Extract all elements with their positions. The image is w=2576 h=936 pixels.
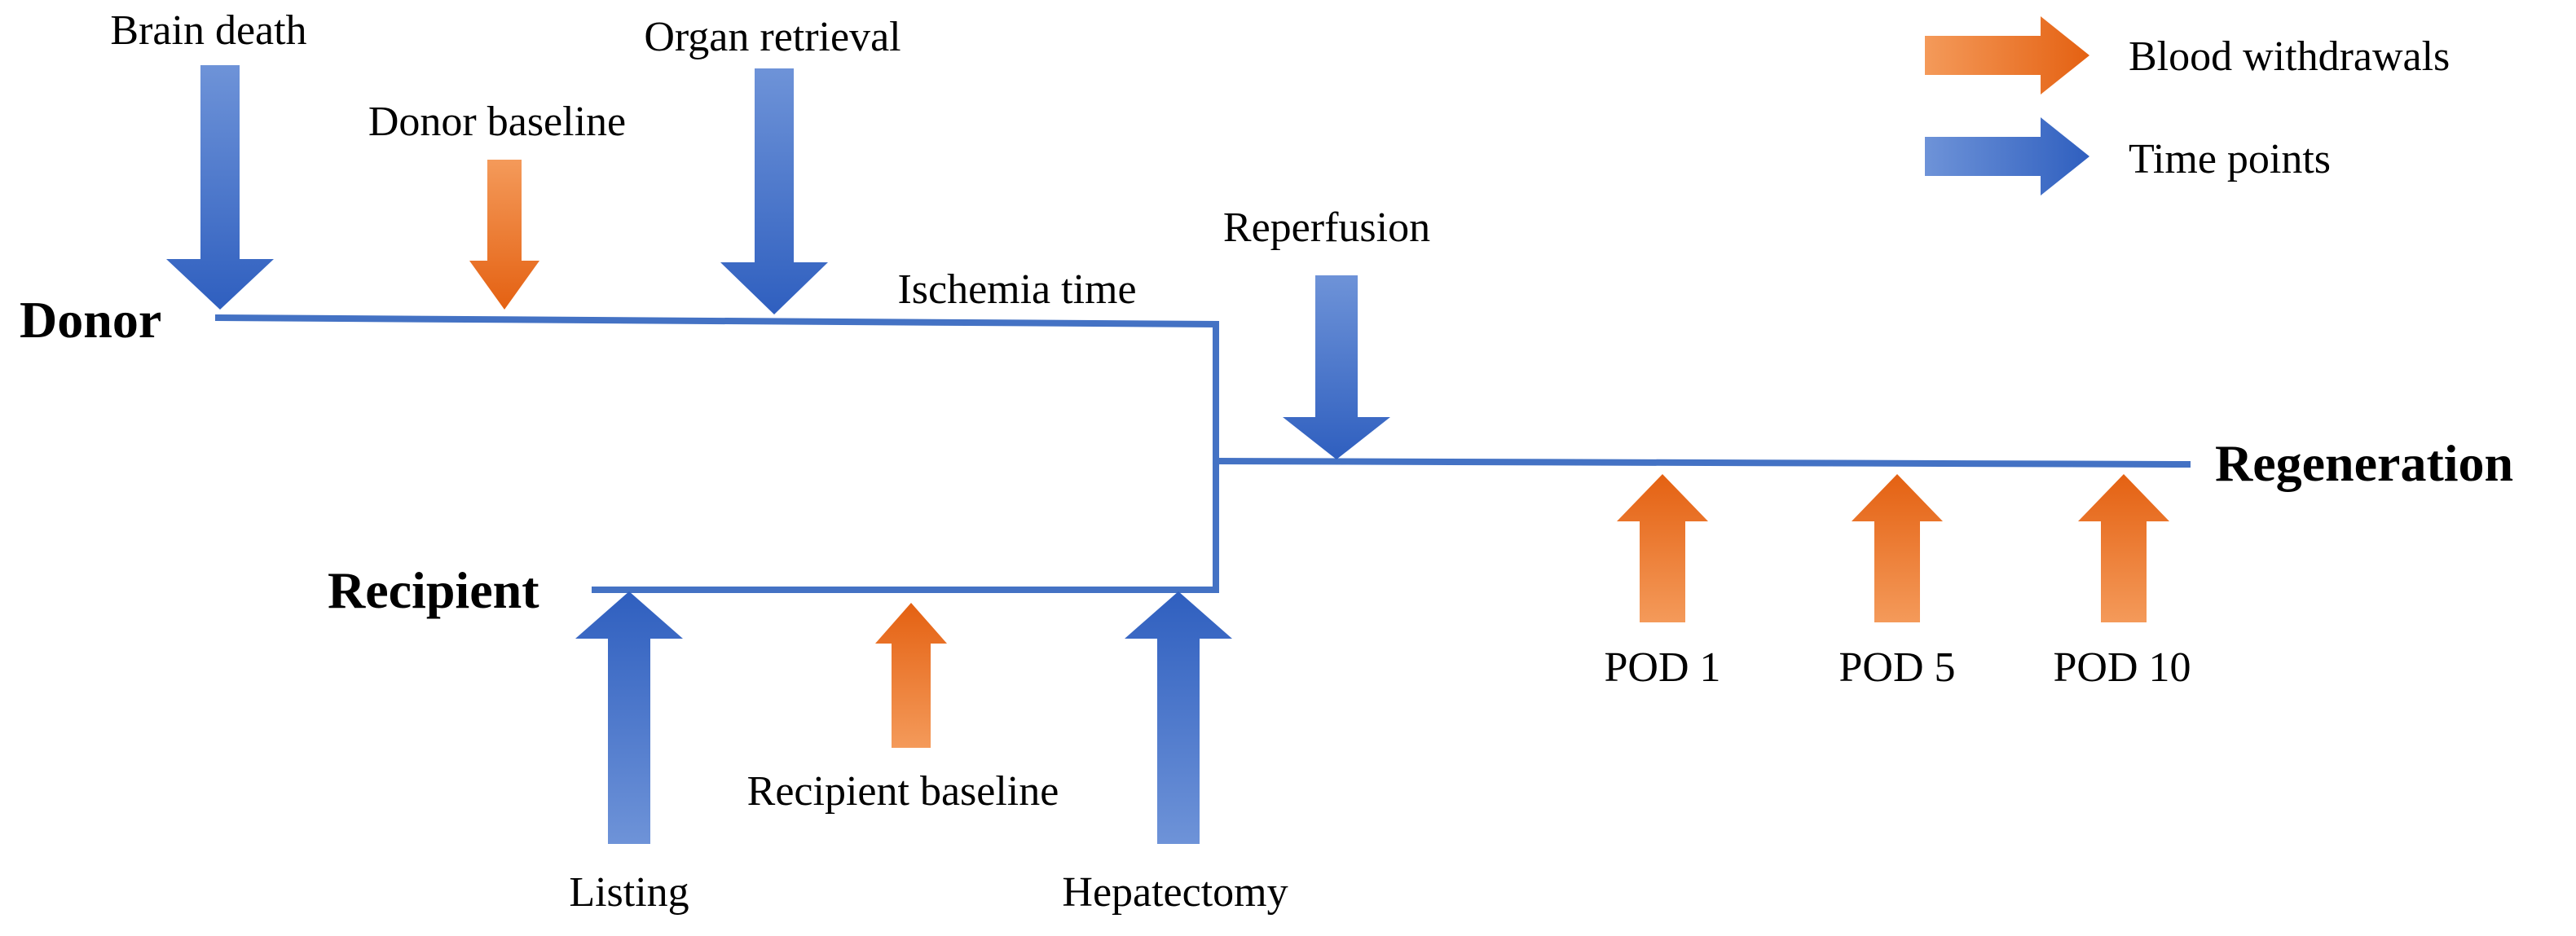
- organ-retrieval-time-point-arrow: [720, 68, 828, 314]
- pod-1-label: POD 1: [1604, 644, 1720, 691]
- brain-death-label: Brain death: [110, 7, 306, 54]
- reperfusion-label: Reperfusion: [1223, 204, 1430, 251]
- donor-baseline-label: Donor baseline: [368, 99, 626, 145]
- brain-death-time-point-arrow: [166, 65, 274, 310]
- pod-10-blood-withdrawal-arrow: [2078, 474, 2169, 622]
- recipient-baseline-blood-withdrawal-arrow: [875, 603, 947, 748]
- legend-blood-withdrawals-label: Blood withdrawals: [2129, 33, 2450, 80]
- organ-retrieval-label: Organ retrieval: [644, 14, 900, 60]
- listing-label: Listing: [569, 869, 689, 916]
- legend: Blood withdrawals Time points: [1925, 16, 2450, 196]
- recipient-baseline-label: Recipient baseline: [747, 768, 1059, 815]
- donor-timeline: [214, 314, 1219, 593]
- pod-10-label: POD 10: [2053, 644, 2191, 691]
- pod-5-label: POD 5: [1838, 644, 1955, 691]
- regeneration-label: Regeneration: [2215, 434, 2513, 492]
- ischemia-time-label: Ischemia time: [897, 266, 1136, 313]
- regeneration-timeline: [1212, 457, 2191, 468]
- legend-blood-withdrawals-arrow: [1925, 16, 2089, 94]
- donor-label: Donor: [20, 291, 161, 349]
- recipient-label: Recipient: [328, 561, 539, 619]
- timelines: [214, 314, 2191, 593]
- legend-time-points-arrow: [1925, 117, 2089, 196]
- listing-time-point-arrow: [575, 591, 683, 844]
- hepatectomy-label: Hepatectomy: [1062, 869, 1288, 916]
- reperfusion-time-point-arrow: [1283, 275, 1390, 459]
- pod-5-blood-withdrawal-arrow: [1852, 474, 1943, 622]
- donor-baseline-blood-withdrawal-arrow: [469, 160, 539, 310]
- pod-1-blood-withdrawal-arrow: [1617, 474, 1708, 622]
- legend-time-points-label: Time points: [2129, 136, 2331, 182]
- hepatectomy-time-point-arrow: [1125, 591, 1232, 844]
